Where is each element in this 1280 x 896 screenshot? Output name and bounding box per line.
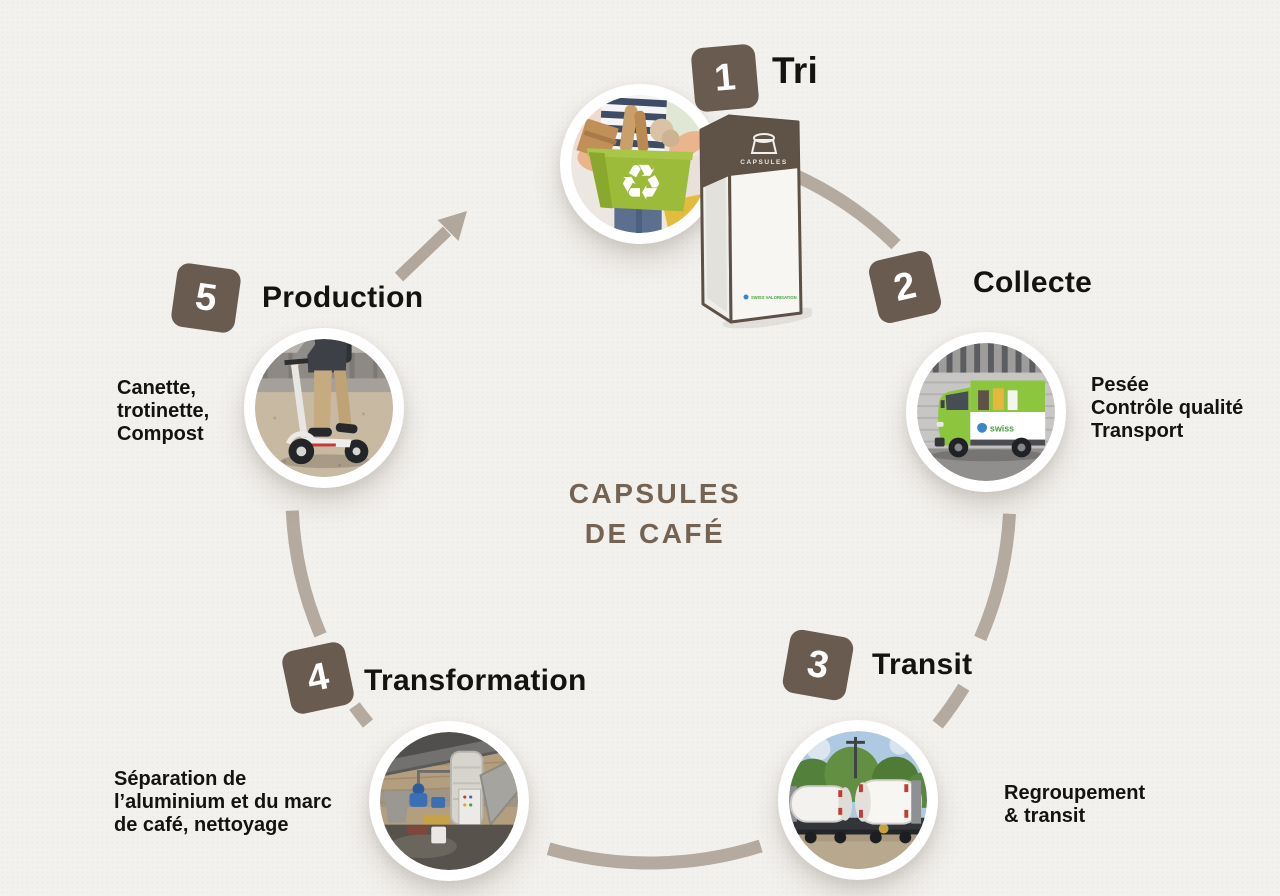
step-3-label: Transit [872,648,973,681]
step-2-label: Collecte [973,266,1093,299]
arc-collecte-to-transit [974,513,1016,642]
cycle-title-line1: CAPSULES [568,478,742,509]
arc-dash-transit [932,683,970,729]
truck-logo-globe-icon [977,422,987,433]
step-2-photo: swiss [906,332,1066,492]
step-4-photo [369,721,529,881]
transformation-photo-illustration [380,732,518,870]
box-brand: SWISS VALORISATION [751,295,797,300]
cycle-title: CAPSULES DE CAFÉ [470,474,840,554]
box-label: CAPSULES [740,159,787,166]
capsule-icon [750,133,778,154]
step-4-label: Transformation [364,664,587,697]
arc-transformation-to-production [285,510,327,638]
collecte-photo-illustration: swiss [917,343,1055,481]
step-1-label: Tri [772,50,819,91]
box-brand-globe-icon [743,294,749,300]
production-photo-illustration [255,339,393,477]
step-3-number: 3 [804,641,833,688]
step-5-photo [244,328,404,488]
arc-transit-to-transformation [546,839,763,870]
step-1-badge: 1 [690,43,760,113]
step-4-description: Séparation de l’aluminium et du marc de … [114,768,332,836]
truck-logo-text: swiss [990,424,1014,434]
step-2-number: 2 [889,263,920,310]
step-5-description: Canette, trotinette, Compost [117,377,210,445]
transit-photo-illustration [789,731,927,869]
step-5-badge: 5 [169,261,243,335]
step-5-number: 5 [192,275,220,320]
step-5-label: Production [262,281,424,314]
step-3-badge: 3 [780,627,856,703]
tri-photo-illustration: ♻ [571,95,709,233]
cycle-title-line2: DE CAFÉ [584,518,726,549]
step-4-badge: 4 [280,640,356,716]
arc-tri-to-collecte [792,169,901,250]
step-3-description: Regroupement & transit [1004,782,1146,827]
step-3-photo [778,720,938,880]
recycle-symbol-icon: ♻ [619,153,663,211]
capsule-collection-box: CAPSULES SWISS VALORISATION [699,114,812,329]
arc-dash-transformation [349,702,374,728]
step-2-description: Pesée Contrôle qualité Transport [1091,374,1244,442]
step-1-number: 1 [712,55,738,100]
flow-arrow-icon [394,211,467,282]
step-4-number: 4 [303,654,333,701]
